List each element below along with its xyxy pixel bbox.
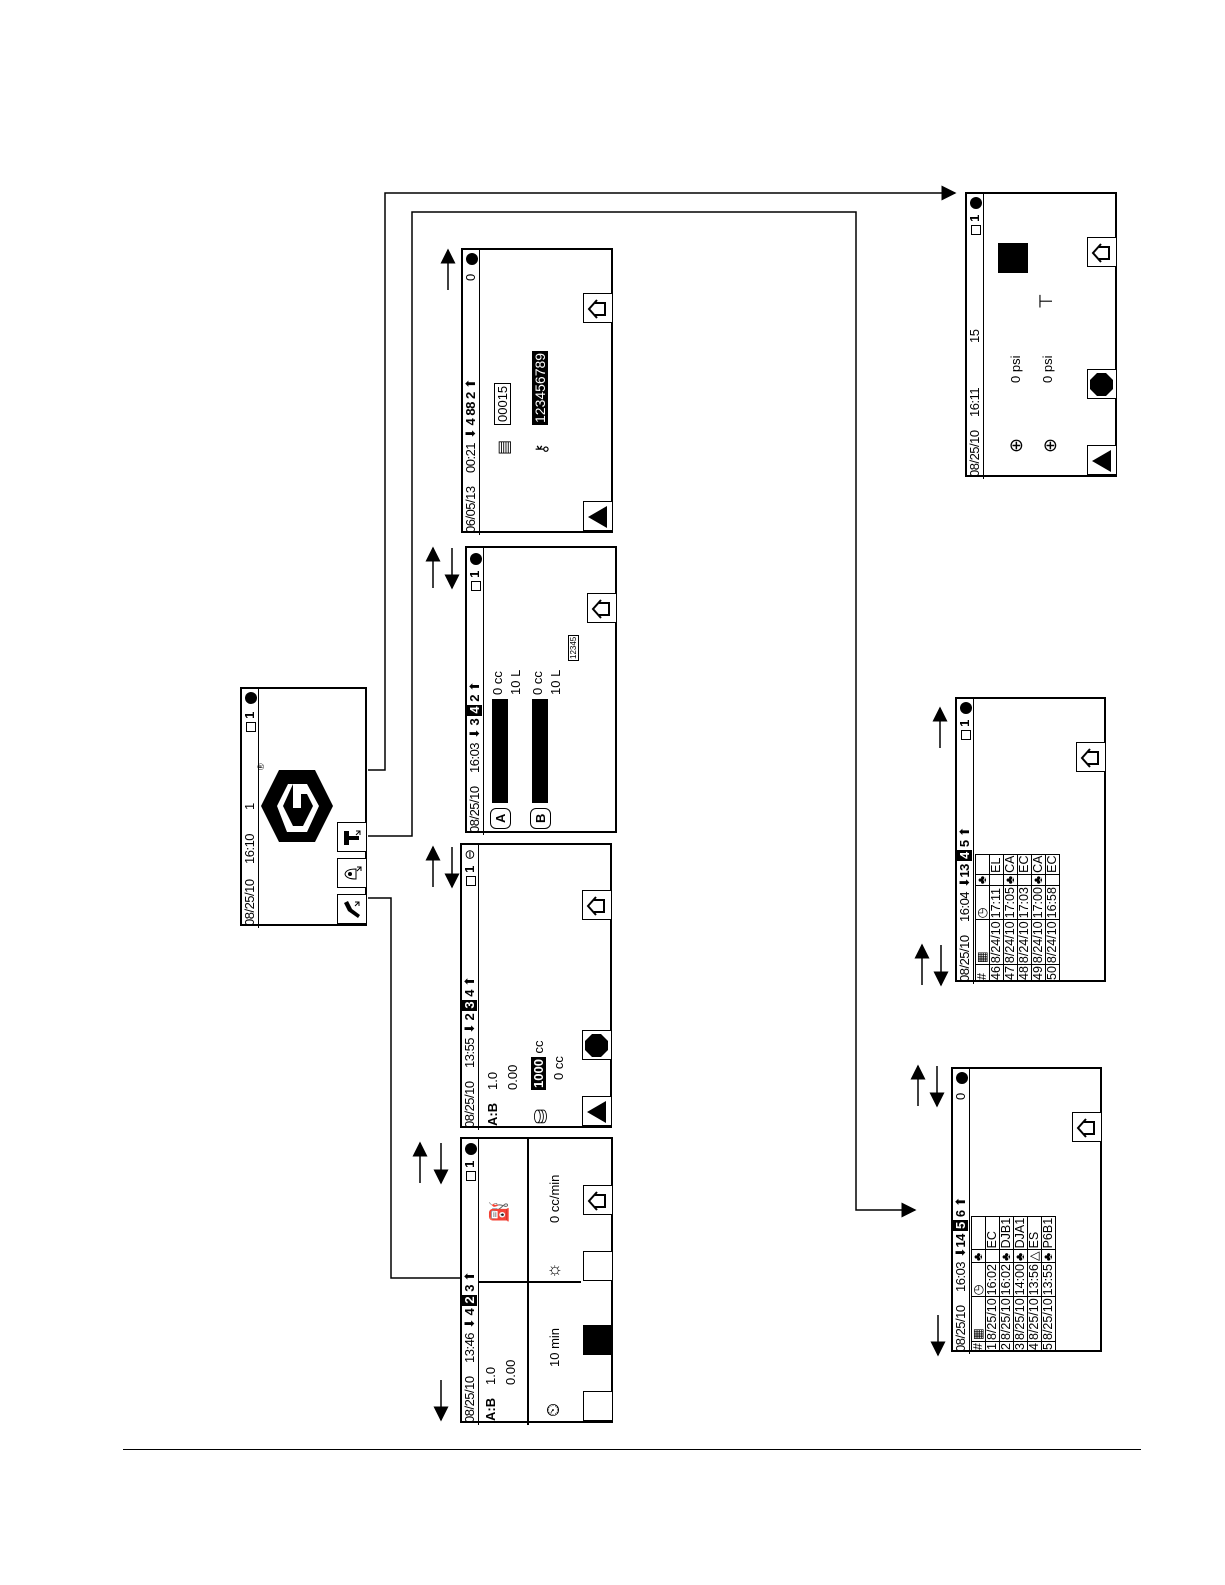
home-softkey[interactable] [1076, 742, 1106, 772]
stop-icon [585, 1034, 608, 1057]
triangle-a-icon [1092, 450, 1111, 472]
home-softkey[interactable] [587, 593, 617, 623]
mix-gun-icon [344, 901, 360, 918]
home-softkey[interactable] [1087, 237, 1117, 267]
stop-softkey[interactable] [582, 1030, 612, 1060]
home-icon [1080, 748, 1099, 768]
home-icon [587, 299, 606, 319]
run-screen-potlife: 08/25/10 13:46 ⬇ 4 2 3 ⬆ 1 A:B 1.0 0.00 … [460, 1137, 615, 1425]
softkey-row [1070, 1069, 1104, 1354]
home-screen: 08/25/10 16:10 1 1 ® [240, 687, 369, 928]
pump-screen: 08/25/10 16:11 15 1 ⊕ 0 psi ⊕ 0 psi ⊤ [965, 192, 1119, 479]
softkey-row [581, 1139, 615, 1425]
connector-to-pump-screen [368, 185, 957, 771]
pump-softkey[interactable] [337, 822, 367, 852]
run-screen-totals: 08/25/10 16:03 ⬇ 3 4 2 ⬆ 1 A 0 cc 10 L B… [465, 546, 619, 835]
logo-area: ® [256, 689, 333, 928]
run-screen-job: 06/05/13 00:21 ⬇ 4 88 2 ⬆ 0 ▤ 00015 ⚷ 12… [461, 248, 615, 535]
softkey-row [580, 845, 614, 1130]
home-icon [587, 1191, 606, 1211]
home-icon [1091, 243, 1110, 263]
stop-softkey[interactable] [1087, 369, 1117, 399]
softkey-row [581, 250, 615, 535]
softkey-row [585, 548, 619, 835]
home-icon [1076, 1118, 1095, 1138]
home-softkey[interactable] [583, 1185, 613, 1215]
stop-icon [1090, 373, 1113, 396]
home-icon [591, 599, 610, 619]
home-softkey[interactable] [1072, 1112, 1102, 1142]
home-softkey[interactable] [582, 890, 612, 920]
footer-rule [123, 1449, 1141, 1450]
softkey-row [1085, 194, 1119, 479]
triangle-up-icon [587, 1101, 606, 1123]
home-softkey[interactable] [583, 293, 613, 323]
up-softkey[interactable] [583, 501, 613, 531]
setup-softkey[interactable] [337, 894, 367, 924]
pump-icon [344, 830, 361, 845]
run-screen-volume: 08/25/10 13:55 ⬇ 2 3 4 ⬆ 1 ⊖ A:B 1.0 0.0… [460, 843, 614, 1130]
graco-logo [261, 770, 333, 842]
softkey-row [1074, 699, 1108, 984]
connector-to-run-screen [368, 897, 460, 1279]
prime-a-softkey[interactable] [1087, 445, 1117, 475]
connector-to-error-log [368, 211, 917, 1218]
up-softkey[interactable] [582, 1096, 612, 1126]
home-icon [586, 896, 605, 916]
softkey-row [335, 689, 369, 928]
triangle-up-icon [588, 506, 607, 528]
nav-arrows [412, 248, 949, 1422]
run-softkey[interactable] [337, 858, 367, 888]
bell-icon [344, 866, 362, 880]
